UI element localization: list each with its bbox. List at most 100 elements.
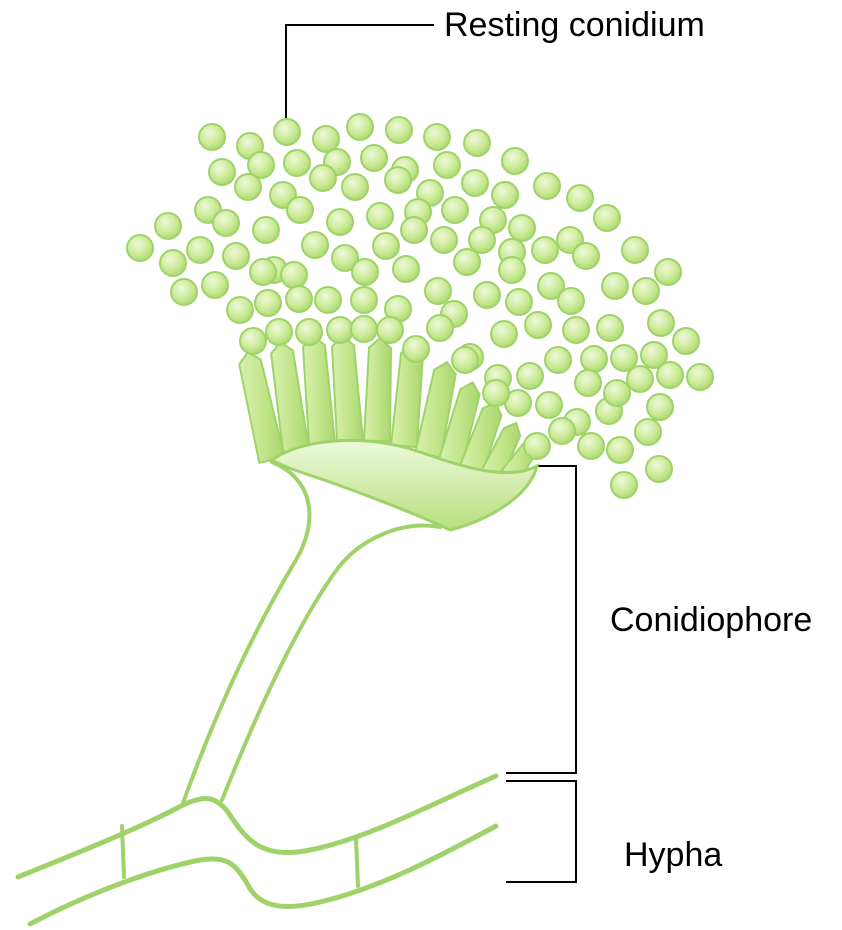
conidium (549, 418, 575, 444)
conidium (622, 237, 648, 263)
conidium (361, 145, 387, 171)
conidium (155, 213, 181, 239)
conidium (202, 272, 228, 298)
conidium (687, 364, 713, 390)
conidium (648, 310, 674, 336)
conidium (377, 317, 403, 343)
conidium (351, 316, 377, 342)
conidium (499, 257, 525, 283)
conidium (286, 286, 312, 312)
conidium (627, 366, 653, 392)
conidium (160, 250, 186, 276)
conidium (171, 279, 197, 305)
conidium (506, 289, 532, 315)
hypha (18, 776, 496, 924)
conidium (604, 380, 630, 406)
conidium (367, 203, 393, 229)
conidium (310, 165, 336, 191)
conidium (253, 217, 279, 243)
conidium (266, 319, 292, 345)
conidium (575, 370, 601, 396)
conidium (386, 117, 412, 143)
conidium (431, 227, 457, 253)
conidium (492, 182, 518, 208)
conidium (578, 433, 604, 459)
conidium (483, 380, 509, 406)
conidium (567, 185, 593, 211)
conidium (563, 317, 589, 343)
conidium (502, 148, 528, 174)
conidium (474, 282, 500, 308)
stalk-right-wall (222, 526, 440, 800)
conidium (454, 249, 480, 275)
phialide (332, 336, 363, 442)
conidium (213, 210, 239, 236)
conidium (657, 362, 683, 388)
conidium (401, 217, 427, 243)
septum-right (356, 839, 358, 886)
hypha-septa (122, 826, 358, 886)
conidiophore-stalk (183, 462, 440, 803)
conidium (509, 215, 535, 241)
hypha-label: Hypha (624, 838, 722, 872)
phialide (364, 338, 391, 441)
resting-conidium-leader (286, 25, 434, 118)
conidium (558, 288, 584, 314)
conidium (673, 328, 699, 354)
conidium (655, 259, 681, 285)
conidium (491, 321, 517, 347)
conidium (647, 394, 673, 420)
conidium (464, 130, 490, 156)
conidium (296, 319, 322, 345)
conidium (534, 173, 560, 199)
stalk-left-wall (183, 462, 309, 803)
conidium (633, 278, 659, 304)
conidium (240, 328, 266, 354)
conidium (452, 347, 478, 373)
conidium (209, 159, 235, 185)
conidium (425, 278, 451, 304)
conidium (274, 119, 300, 145)
conidium (393, 256, 419, 282)
conidium (545, 347, 571, 373)
conidium (581, 346, 607, 372)
conidium (469, 227, 495, 253)
conidium (227, 297, 253, 323)
conidium (597, 315, 623, 341)
conidium (327, 209, 353, 235)
conidium (524, 433, 550, 459)
conidium (199, 124, 225, 150)
conidium (594, 205, 620, 231)
conidium (347, 114, 373, 140)
conidiophore-label: Conidiophore (610, 603, 812, 637)
conidium (385, 167, 411, 193)
conidium (327, 317, 353, 343)
septum-left (122, 826, 124, 877)
conidium (434, 152, 460, 178)
conidium (255, 290, 281, 316)
resting-conidium-label: Resting conidium (444, 8, 705, 42)
conidium (284, 150, 310, 176)
conidium (352, 259, 378, 285)
conidium (127, 235, 153, 261)
conidium (223, 243, 249, 269)
conidium (646, 456, 672, 482)
conidium (573, 243, 599, 269)
conidium (462, 170, 488, 196)
hypha-lower-wall (30, 826, 496, 924)
conidium (235, 174, 261, 200)
conidium (342, 174, 368, 200)
conidium (532, 237, 558, 263)
hypha-bracket (506, 781, 576, 882)
conidium (525, 312, 551, 338)
conidium (607, 437, 633, 463)
conidium (313, 126, 339, 152)
conidium (403, 336, 429, 362)
phialide (303, 336, 335, 445)
conidium (287, 197, 313, 223)
conidium (611, 472, 637, 498)
conidium (373, 233, 399, 259)
conidium (635, 419, 661, 445)
conidium (187, 237, 213, 263)
